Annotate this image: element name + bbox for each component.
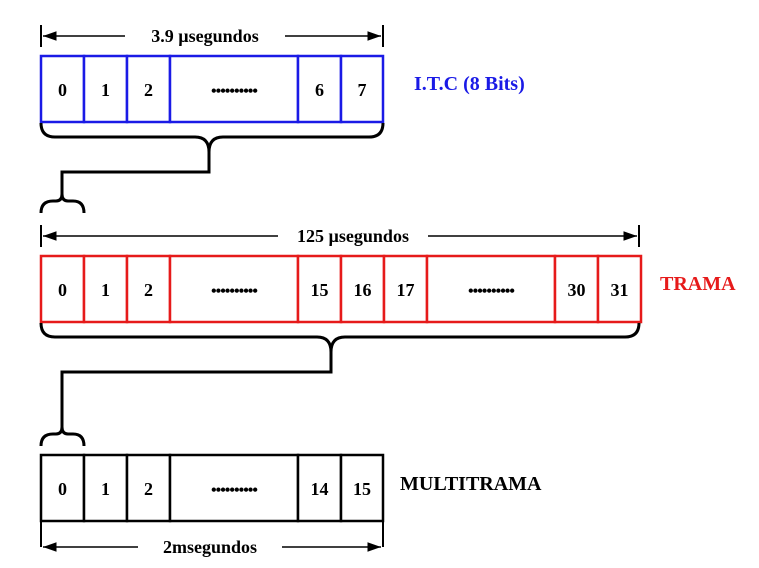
multitrama-cell bbox=[339, 453, 385, 523]
multitrama-cell bbox=[82, 453, 129, 523]
trama-cell-label: 2 bbox=[144, 280, 153, 300]
trama-cell-label: 31 bbox=[611, 280, 629, 300]
itc-cell bbox=[339, 54, 385, 124]
trama-connector bbox=[60, 352, 333, 429]
trama-cell-label: 16 bbox=[354, 280, 372, 300]
itc-small-brace bbox=[39, 193, 86, 214]
itc-ellipsis-label: •••••••••• bbox=[211, 83, 257, 100]
multitrama-cell bbox=[39, 453, 86, 523]
itc-cell-label: 7 bbox=[358, 80, 367, 100]
itc-cell-label: 2 bbox=[144, 80, 153, 100]
multitrama-ellipsis-label: •••••••••• bbox=[211, 482, 257, 499]
itc-cell-row: 0 1 2 •••••••••• 6 7 bbox=[39, 54, 385, 124]
multitrama-cell-label: 15 bbox=[353, 479, 371, 499]
multitrama-side-label: MULTITRAMA bbox=[400, 473, 542, 495]
itc-cell-label: 6 bbox=[315, 80, 324, 100]
trama-duration-label: 125 µsegundos bbox=[297, 226, 409, 246]
trama-brace bbox=[39, 322, 641, 353]
trama-cell bbox=[296, 254, 343, 324]
trama-cell bbox=[425, 254, 557, 324]
itc-cell-label: 0 bbox=[58, 80, 67, 100]
trama-ellipsis-label: •••••••••• bbox=[211, 283, 257, 300]
trama-small-brace bbox=[39, 426, 86, 447]
itc-cell bbox=[168, 54, 300, 124]
trama-cell-label: 0 bbox=[58, 280, 67, 300]
trama-cell bbox=[382, 254, 429, 324]
trama-cell-label: 1 bbox=[101, 280, 110, 300]
trama-cell bbox=[339, 254, 386, 324]
itc-cell bbox=[125, 54, 172, 124]
trama-cell-label: 15 bbox=[311, 280, 329, 300]
itc-cell-label: 1 bbox=[101, 80, 110, 100]
multitrama-cell-label: 0 bbox=[58, 479, 67, 499]
itc-connector bbox=[60, 152, 211, 196]
multitrama-cell-row: 0 1 2 •••••••••• 14 15 bbox=[39, 453, 385, 523]
trama-side-label: TRAMA bbox=[660, 273, 736, 295]
trama-ellipsis-label: •••••••••• bbox=[468, 283, 514, 300]
trama-cell bbox=[82, 254, 129, 324]
multitrama-cell-label: 2 bbox=[144, 479, 153, 499]
trama-cell bbox=[125, 254, 172, 324]
multitrama-cell-label: 1 bbox=[101, 479, 110, 499]
trama-cell-row: 0 1 2 •••••••••• 15 16 17 •••••••••• 30 31 bbox=[39, 254, 643, 324]
itc-group: 3.9 µsegundos 0 1 2 •••••••••• 6 7 I.T.C (8 B… bbox=[39, 25, 525, 214]
multitrama-group: 0 1 2 •••••••••• 14 15 MULTITRAMA 2msegundos bbox=[39, 453, 542, 557]
multitrama-duration-label: 2msegundos bbox=[163, 537, 257, 557]
trama-cell bbox=[596, 254, 643, 324]
itc-cell bbox=[82, 54, 129, 124]
itc-cell bbox=[39, 54, 86, 124]
trama-group: 125 µsegundos 0 1 2 •••••••••• 15 16 17 •••••••… bbox=[39, 225, 736, 447]
itc-brace bbox=[39, 122, 385, 153]
trama-cell-label: 17 bbox=[397, 280, 415, 300]
trama-cell bbox=[39, 254, 86, 324]
multitrama-cell-label: 14 bbox=[311, 479, 329, 499]
multitrama-cell bbox=[168, 453, 300, 523]
trama-cell-label: 30 bbox=[568, 280, 586, 300]
trama-cell bbox=[553, 254, 600, 324]
itc-side-label: I.T.C (8 Bits) bbox=[414, 73, 525, 95]
multitrama-cell bbox=[125, 453, 172, 523]
itc-duration-label: 3.9 µsegundos bbox=[151, 26, 258, 46]
